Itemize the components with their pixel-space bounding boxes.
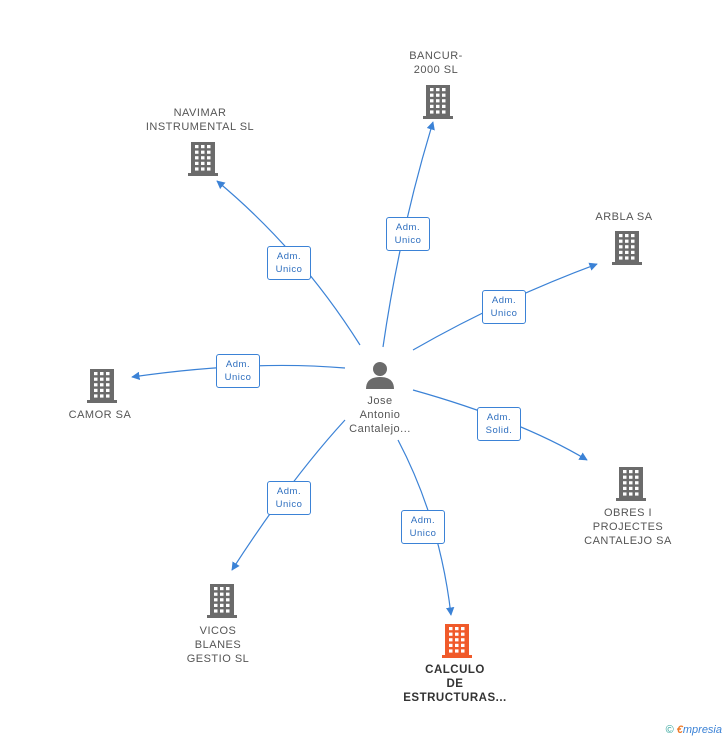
edge-label-vicos[interactable]: Adm. Unico (267, 481, 311, 515)
company-label-arbla[interactable]: ARBLA SA (595, 211, 653, 223)
building-icon-navimar[interactable] (188, 142, 218, 176)
building-icon-bancur[interactable] (423, 85, 453, 119)
company-label-bancur[interactable]: BANCUR- 2000 SL (409, 50, 463, 76)
company-label-obres[interactable]: OBRES I PROJECTES CANTALEJO SA (584, 507, 672, 547)
edge-label-camor[interactable]: Adm. Unico (216, 354, 260, 388)
building-icon-vicos[interactable] (207, 584, 237, 618)
empresia-logo-text: mpresia (682, 724, 722, 736)
building-icon-calculo[interactable] (442, 624, 472, 658)
company-label-calculo[interactable]: CALCULO DE ESTRUCTURAS... (403, 664, 507, 704)
company-label-navimar[interactable]: NAVIMAR INSTRUMENTAL SL (145, 107, 255, 133)
building-icon-obres[interactable] (616, 467, 646, 501)
edge-label-calculo[interactable]: Adm. Unico (401, 510, 445, 544)
edge-label-navimar[interactable]: Adm. Unico (267, 246, 311, 280)
copyright-symbol: © (665, 724, 674, 736)
footer-brand: © €mpresia (666, 724, 722, 736)
empresia-logo-e: € (676, 724, 683, 736)
company-label-vicos[interactable]: VICOS BLANES GESTIO SL (186, 625, 250, 665)
edge-label-obres[interactable]: Adm. Solid. (477, 407, 521, 441)
edge-label-arbla[interactable]: Adm. Unico (482, 290, 526, 324)
building-icon-arbla[interactable] (612, 231, 642, 265)
building-icon-camor[interactable] (87, 369, 117, 403)
person-icon[interactable] (366, 362, 394, 389)
edge-label-bancur[interactable]: Adm. Unico (386, 217, 430, 251)
person-label[interactable]: Jose Antonio Cantalejo... (349, 395, 411, 435)
company-label-camor[interactable]: CAMOR SA (68, 409, 132, 421)
